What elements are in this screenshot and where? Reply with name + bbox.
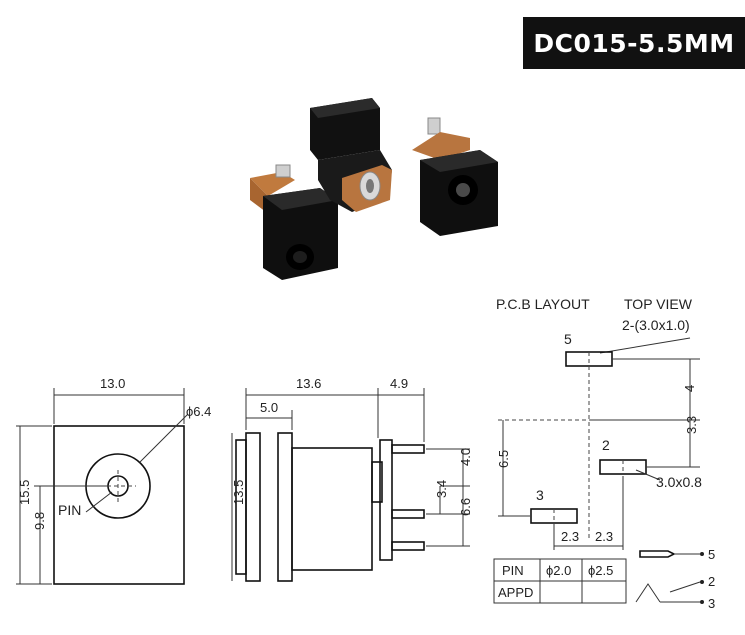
pcb-pad-2-label: 2 xyxy=(602,437,610,453)
jack-photo-middle xyxy=(310,98,392,212)
side-flange-rear xyxy=(277,432,293,582)
front-view-outline xyxy=(53,425,185,585)
front-pin-height-label: 9.8 xyxy=(32,512,47,530)
side-flange-label: 5.0 xyxy=(260,400,278,415)
side-pin-length-label: 4.9 xyxy=(390,376,408,391)
side-height-label: 13.5 xyxy=(231,480,246,505)
product-title-badge: DC015-5.5MM xyxy=(523,17,745,69)
pcb-slot-2-label: 3.0x0.8 xyxy=(656,474,702,490)
pin-table-header-d1: ϕ2.0 xyxy=(546,563,571,578)
jack-photo-right xyxy=(412,117,498,236)
pcb-dim-2-3a-label: 2.3 xyxy=(561,529,579,544)
schematic-pin-2-label: 2 xyxy=(708,574,715,589)
side-pin-bottom xyxy=(391,541,425,551)
jack-photo-left xyxy=(250,164,338,280)
pcb-pad-5-label: 5 xyxy=(564,331,572,347)
pcb-layout-drawing: P.C.B LAYOUT TOP VIEW 2-(3.0x1.0) 5 2 3 … xyxy=(496,296,702,550)
pin-table-header-pin: PIN xyxy=(502,563,524,578)
pcb-dim-4-label: 4 xyxy=(682,385,697,392)
schematic-pin-5-label: 5 xyxy=(708,547,715,562)
side-flange-front xyxy=(245,432,261,582)
side-view-drawing: 13.6 5.0 4.9 13.5 4.0 3.4 6.6 xyxy=(231,376,473,582)
side-length-label: 13.6 xyxy=(296,376,321,391)
side-pin-span-label: 6.6 xyxy=(458,498,473,516)
front-view-drawing: 13.0 ϕ6.4 15.5 9.8 PIN xyxy=(16,376,211,585)
pcb-layout-title: P.C.B LAYOUT xyxy=(496,296,590,312)
side-body xyxy=(291,447,373,571)
pcb-dim-2-3b-label: 2.3 xyxy=(595,529,613,544)
side-pin-middle xyxy=(391,509,425,519)
pin-table: PIN ϕ2.0 ϕ2.5 APPD xyxy=(493,558,627,604)
pin-table-row-appd: APPD xyxy=(498,585,533,600)
pin-table-header-d2: ϕ2.5 xyxy=(588,563,613,578)
pcb-dim-3-3-label: 3.3 xyxy=(684,416,699,434)
front-hole-label: ϕ6.4 xyxy=(186,404,211,419)
pcb-pad-3-label: 3 xyxy=(536,487,544,503)
side-pin-offset-label: 3.4 xyxy=(434,480,449,498)
pcb-slot-label: 2-(3.0x1.0) xyxy=(622,317,690,333)
front-height-label: 15.5 xyxy=(17,480,32,505)
side-pin-top xyxy=(391,444,425,454)
front-width-label: 13.0 xyxy=(100,376,125,391)
jack-schematic-symbol: 5 2 3 xyxy=(635,547,715,611)
side-pin-gap-label: 4.0 xyxy=(458,448,473,466)
product-photo xyxy=(250,98,498,280)
pcb-top-view-title: TOP VIEW xyxy=(624,296,693,312)
front-pin-label: PIN xyxy=(58,502,81,518)
pcb-dim-6-5-label: 6.5 xyxy=(496,450,511,468)
schematic-pin-3-label: 3 xyxy=(708,596,715,611)
